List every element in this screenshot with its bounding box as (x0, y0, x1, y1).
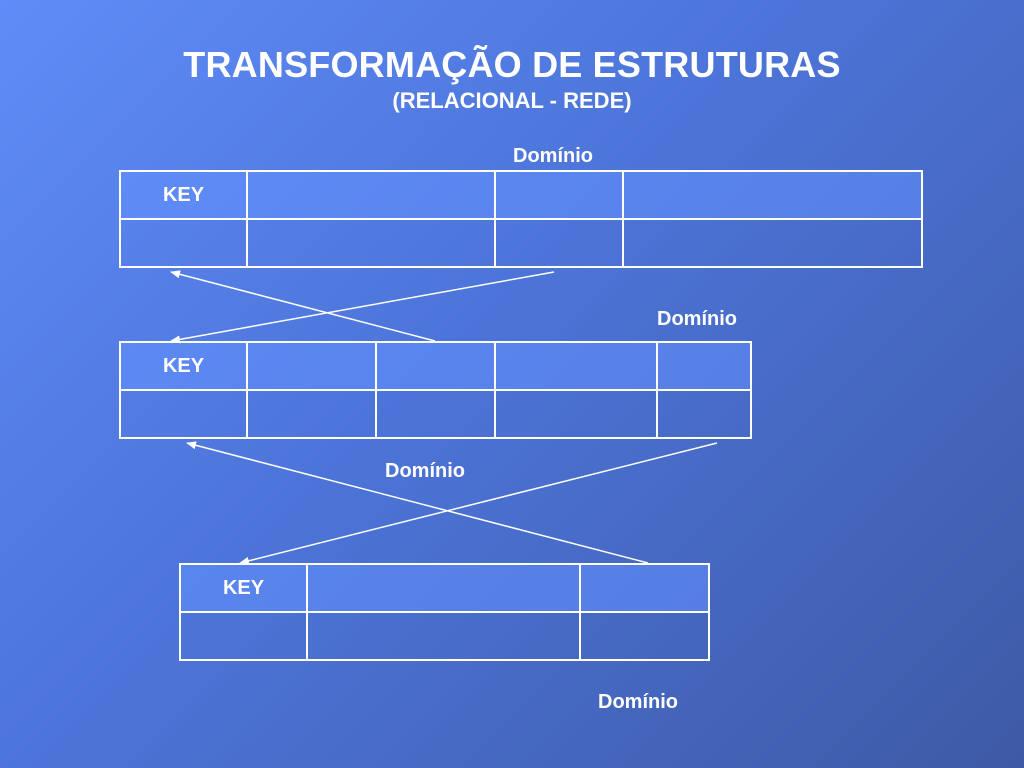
table-cell (246, 218, 496, 268)
domain-label-bottom: Domínio (598, 691, 678, 713)
table-cell (622, 218, 923, 268)
domain-label-2: Domínio (657, 308, 737, 330)
slide-title: TRANSFORMAÇÃO DE ESTRUTURAS (183, 44, 841, 85)
table-cell (179, 611, 308, 661)
key-cell: KEY (119, 341, 248, 391)
table-cell (375, 341, 496, 391)
arrow-line (186, 441, 649, 564)
table-cell (622, 170, 923, 220)
relation-table-3: KEY (179, 563, 710, 661)
table-cell (494, 170, 624, 220)
domain-label-3: Domínio (385, 460, 465, 482)
key-cell: KEY (119, 170, 248, 220)
table-row (119, 389, 752, 439)
arrow-line (170, 270, 436, 342)
relation-table-1: KEY (119, 170, 923, 268)
table-cell (119, 389, 248, 439)
table-cell (246, 341, 377, 391)
domain-label-1: Domínio (513, 145, 593, 167)
key-cell: KEY (179, 563, 308, 613)
table-cell (656, 389, 752, 439)
table-cell (656, 341, 752, 391)
table-cell (579, 611, 710, 661)
table-cell (306, 611, 581, 661)
table-row: KEY (119, 341, 752, 391)
relation-table-2: KEY (119, 341, 752, 439)
slide-subtitle: (RELACIONAL - REDE) (392, 88, 632, 113)
table-row: KEY (179, 563, 710, 613)
table-cell (494, 389, 658, 439)
arrow-line (239, 442, 718, 565)
table-cell (579, 563, 710, 613)
table-cell (306, 563, 581, 613)
table-cell (494, 218, 624, 268)
table-row (179, 611, 710, 661)
table-cell (246, 170, 496, 220)
table-cell (375, 389, 496, 439)
table-row (119, 218, 923, 268)
table-cell (246, 389, 377, 439)
table-cell (494, 341, 658, 391)
table-cell (119, 218, 248, 268)
arrow-line (170, 271, 555, 344)
table-row: KEY (119, 170, 923, 220)
